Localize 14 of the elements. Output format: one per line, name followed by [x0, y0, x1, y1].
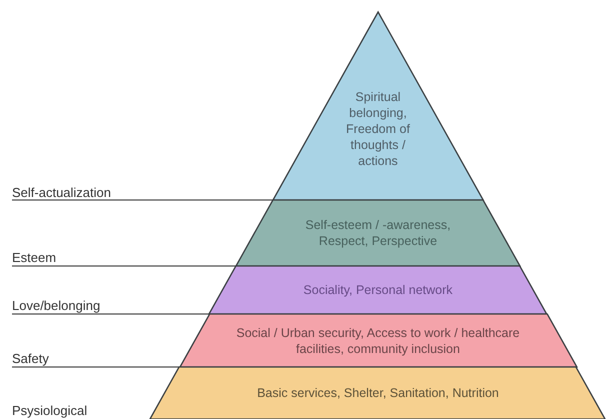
tier-text: Spiritual belonging, Freedom of thoughts / actions [345, 88, 411, 168]
level-label: Esteem [12, 250, 56, 265]
level-label: Safety [12, 351, 49, 366]
level-label: Psysiological [12, 403, 88, 418]
leader-line [12, 199, 273, 201]
tier-text: Social / Urban security, Access to work / healthcare facilities, community inclusion [235, 324, 521, 356]
leader-line [12, 313, 210, 315]
tier-text: Self-esteem / -awareness, Respect, Perspective [304, 217, 452, 249]
level-label: Self-actualization [12, 185, 111, 200]
leader-line [12, 265, 236, 267]
tier-text: Sociality, Personal network [303, 282, 453, 298]
level-label: Love/belonging [12, 298, 100, 313]
tier-text: Basic services, Shelter, Sanitation, Nutrition [257, 385, 499, 401]
leader-line [12, 366, 180, 368]
